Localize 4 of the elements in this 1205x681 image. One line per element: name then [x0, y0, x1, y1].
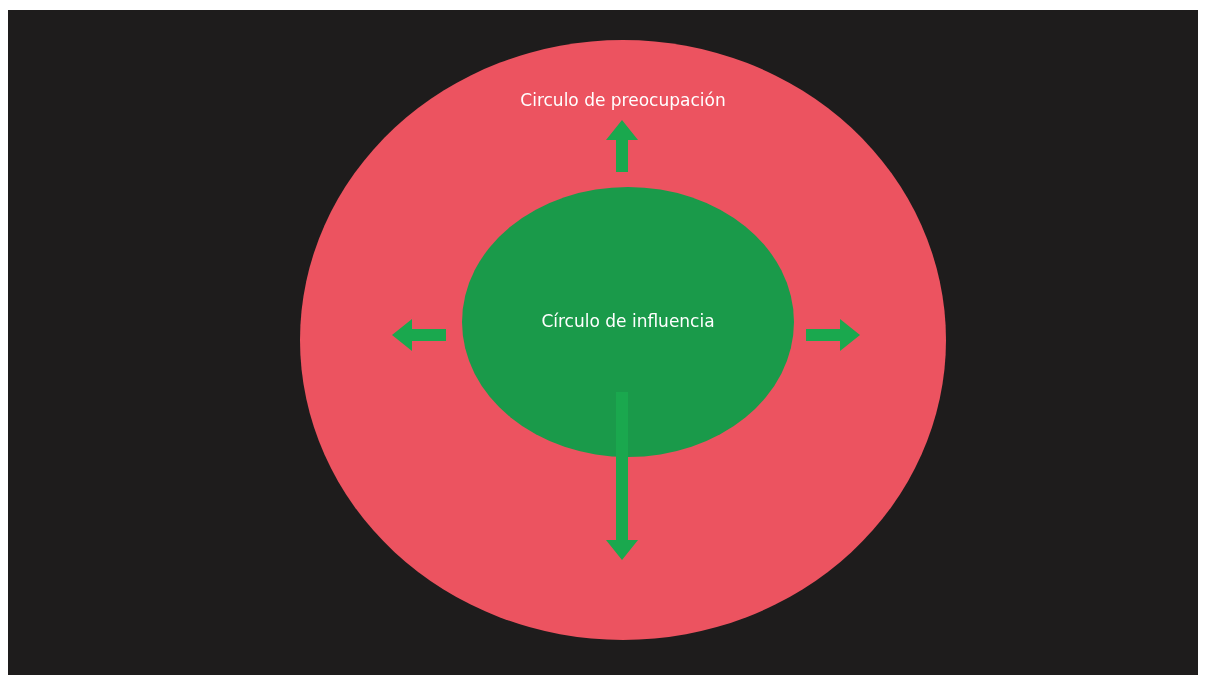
concern-circle [300, 40, 946, 640]
circle-title: Circulo de preocupación [520, 90, 726, 110]
influence-circle [462, 187, 794, 457]
circle-title: Círculo de influencia [541, 311, 715, 331]
